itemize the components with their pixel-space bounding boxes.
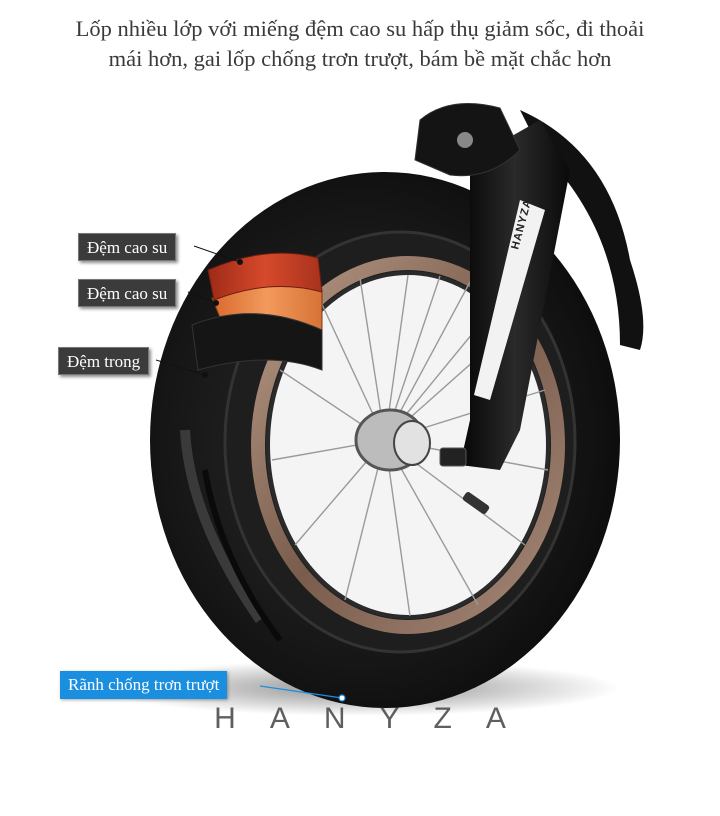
headline-line-2: mái hơn, gai lốp chống trơn trượt, bám b… <box>108 46 612 71</box>
callout-anti-slip: Rãnh chống trơn trượt <box>60 671 228 699</box>
axle-bolt <box>439 447 467 467</box>
fork-white-stripe <box>474 200 545 400</box>
valve-stem <box>462 492 490 514</box>
headline-line-1: Lốp nhiều lớp với miếng đệm cao su hấp t… <box>75 16 645 41</box>
callout-inner-rubber: Đệm cao su <box>78 279 177 307</box>
anti-slip-leader <box>259 685 346 702</box>
callout-outer-rubber: Đệm cao su <box>78 233 177 261</box>
headline: Lốp nhiều lớp với miếng đệm cao su hấp t… <box>0 14 720 74</box>
brand-watermark: HANYZA <box>214 702 540 735</box>
tread-pattern-left <box>180 429 265 623</box>
inner-pad-black <box>191 313 323 371</box>
rim <box>251 256 565 634</box>
callout-inner-pad: Đệm trong <box>58 347 150 375</box>
tread-groove <box>202 469 283 642</box>
rubber-layer-red <box>207 252 323 301</box>
callout-leaders <box>155 245 243 378</box>
brake-bolt <box>457 132 473 148</box>
hub-cap <box>393 420 431 466</box>
